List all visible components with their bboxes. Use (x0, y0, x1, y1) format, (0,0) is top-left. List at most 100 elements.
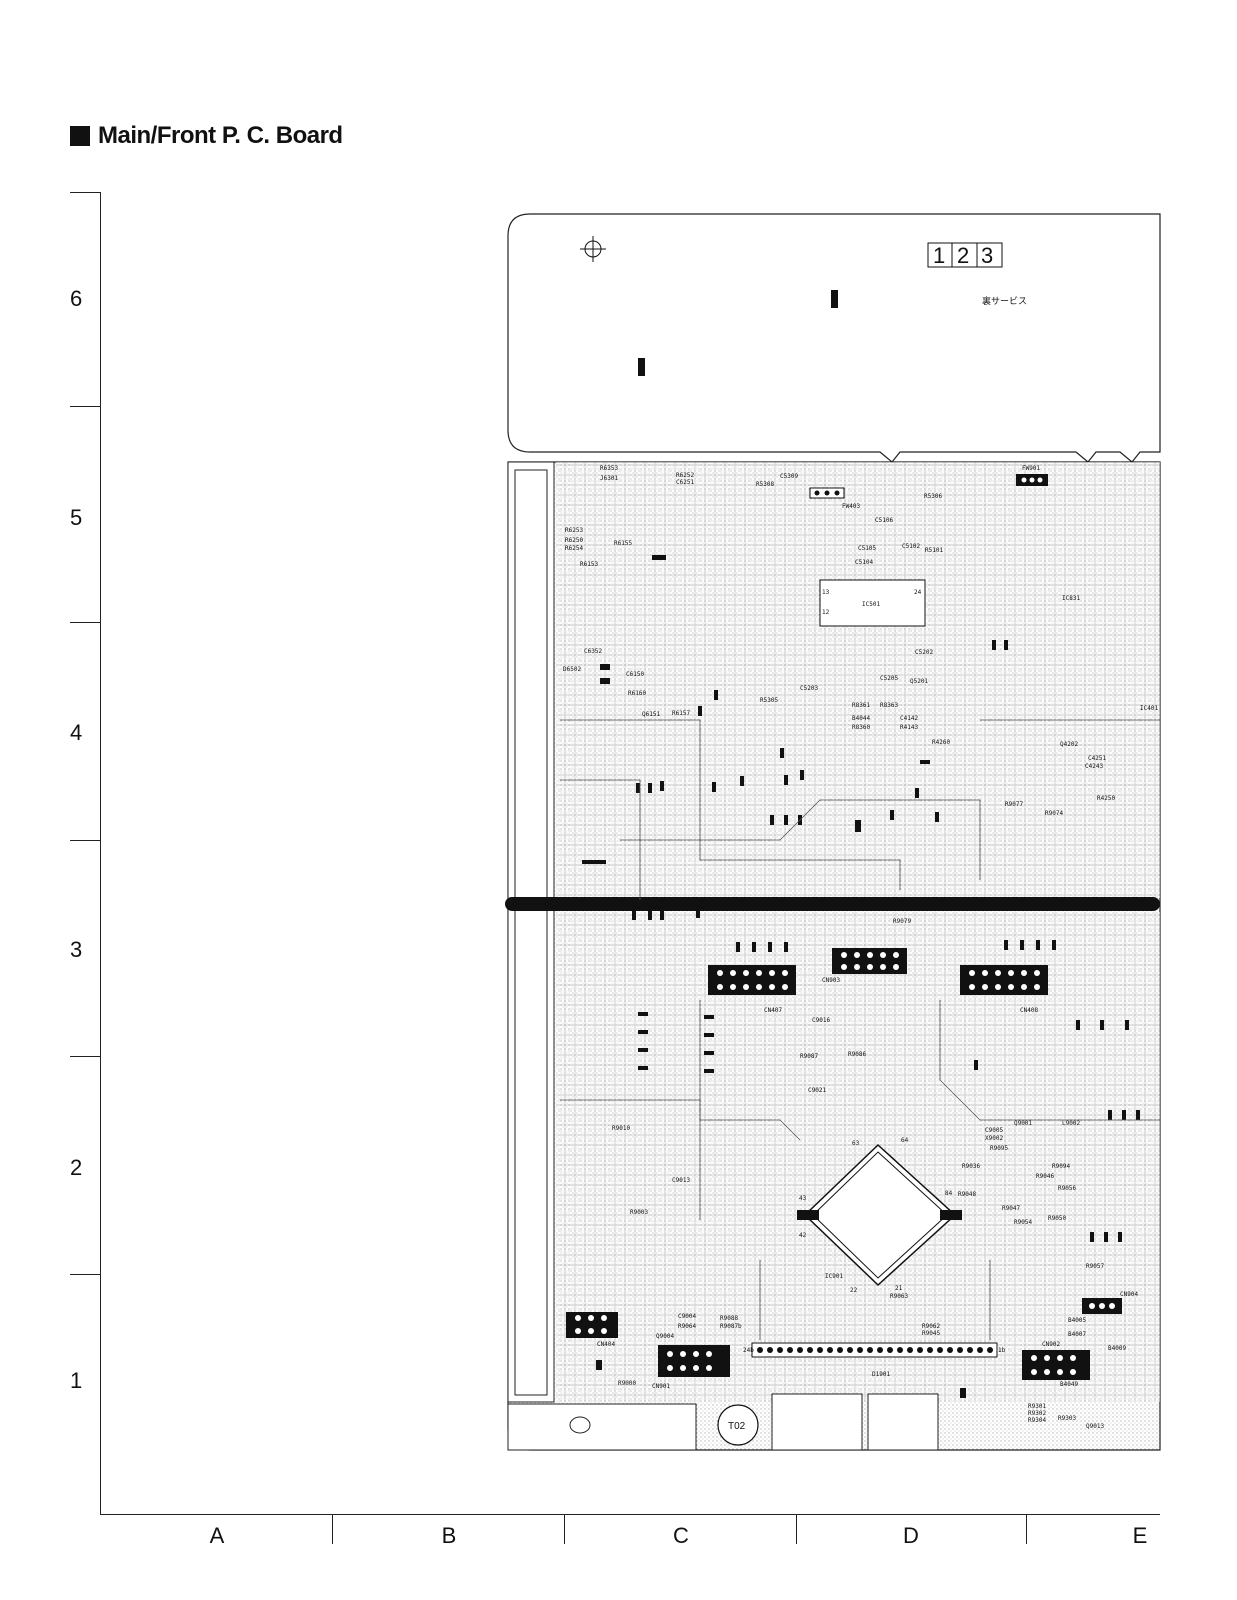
svg-text:C5105: C5105 (858, 545, 876, 552)
svg-text:Q9004: Q9004 (656, 1333, 674, 1340)
svg-text:R4260: R4260 (932, 739, 950, 746)
ic401-label: IC401 (1140, 705, 1158, 712)
svg-text:R9003: R9003 (630, 1209, 648, 1216)
svg-text:R9095: R9095 (990, 1145, 1008, 1152)
svg-text:CN904: CN904 (1120, 1291, 1138, 1298)
svg-text:J6301: J6301 (600, 475, 618, 482)
svg-text:CN901: CN901 (652, 1383, 670, 1390)
t02-terminal: T02 (717, 1404, 759, 1446)
row-label: 6 (70, 286, 83, 311)
d1901-strip: D1901 24b 1b (743, 1342, 1006, 1378)
svg-text:R6252: R6252 (676, 472, 694, 479)
component-labels: R6353 J6301 R6252 C6251 R5308 C5309 R625… (563, 465, 1126, 1430)
cn408-connector: CN408 (960, 965, 1048, 1014)
component-mark (638, 358, 645, 376)
svg-text:R8363: R8363 (880, 702, 898, 709)
marking-1: 1 (933, 243, 945, 268)
svg-text:R9087: R9087 (800, 1053, 818, 1060)
svg-text:B4044: B4044 (852, 715, 870, 722)
svg-text:Q6151: Q6151 (642, 711, 660, 718)
upper-board-outline (507, 213, 1161, 463)
svg-text:R9094: R9094 (1052, 1163, 1070, 1170)
svg-text:R4143: R4143 (900, 724, 918, 731)
svg-text:22: 22 (850, 1287, 858, 1294)
svg-text:R9063: R9063 (890, 1293, 908, 1300)
svg-text:C5106: C5106 (875, 517, 893, 524)
bottom-pad (867, 1393, 939, 1451)
svg-text:R6153: R6153 (580, 561, 598, 568)
svg-text:R5308: R5308 (756, 481, 774, 488)
svg-text:B4005: B4005 (1068, 1317, 1086, 1324)
svg-text:R9048: R9048 (958, 1191, 976, 1198)
svg-text:R9303: R9303 (1058, 1415, 1076, 1422)
svg-text:R9000: R9000 (618, 1380, 636, 1387)
svg-text:C9016: C9016 (812, 1017, 830, 1024)
crosshair-icon (580, 236, 606, 262)
row-tick (70, 192, 100, 193)
small-parts (582, 555, 1140, 1398)
svg-text:R9054: R9054 (1014, 1219, 1032, 1226)
row-tick (70, 1056, 100, 1057)
bottom-pad (771, 1393, 863, 1451)
col-label: A (209, 1523, 225, 1548)
title-text: Main/Front P. C. Board (98, 122, 343, 149)
svg-text:B4007: B4007 (1068, 1331, 1086, 1338)
ic831-label: IC831 (1062, 595, 1080, 602)
row-tick (70, 1274, 100, 1275)
col-label: B (441, 1523, 457, 1548)
trace-region-lower (556, 912, 1160, 1402)
svg-text:R8360: R8360 (852, 724, 870, 731)
row-label: 5 (70, 505, 83, 530)
col-tick (796, 1514, 797, 1544)
svg-text:R5306: R5306 (924, 493, 942, 500)
svg-text:12: 12 (822, 609, 830, 616)
japanese-note: 裏サービス (982, 295, 1027, 307)
svg-text:C5102: C5102 (902, 543, 920, 550)
svg-text:84: 84 (945, 1190, 953, 1197)
frame-left-border (100, 192, 101, 1515)
svg-text:X9002: X9002 (985, 1135, 1003, 1142)
svg-text:C4243: C4243 (1085, 763, 1103, 770)
svg-text:C6352: C6352 (584, 648, 602, 655)
svg-text:R6353: R6353 (600, 465, 618, 472)
svg-text:C5203: C5203 (800, 685, 818, 692)
col-tick (564, 1514, 565, 1544)
board-edge-rail-inner (514, 469, 548, 1396)
svg-text:R9047: R9047 (1002, 1205, 1020, 1212)
cn903-connector: CN903 (822, 948, 907, 984)
svg-text:C9021: C9021 (808, 1087, 826, 1094)
svg-text:R9057: R9057 (1086, 1263, 1104, 1270)
svg-text:B4009: B4009 (1108, 1345, 1126, 1352)
trace-region-upper (556, 462, 1160, 898)
svg-text:CN407: CN407 (764, 1007, 782, 1014)
svg-text:R9086: R9086 (848, 1051, 866, 1058)
svg-text:R9302: R9302 (1028, 1410, 1046, 1417)
svg-text:R6253: R6253 (565, 527, 583, 534)
svg-text:C5104: C5104 (855, 559, 873, 566)
svg-text:R9010: R9010 (612, 1125, 630, 1132)
svg-text:R9077: R9077 (1005, 801, 1023, 808)
svg-text:R9074: R9074 (1045, 810, 1063, 817)
svg-text:1b: 1b (998, 1347, 1006, 1354)
svg-text:C6251: C6251 (676, 479, 694, 486)
svg-text:C5205: C5205 (880, 675, 898, 682)
svg-text:CN902: CN902 (1042, 1341, 1060, 1348)
ic501-chip: IC501 13 24 12 (819, 579, 926, 627)
col-tick (1026, 1514, 1027, 1544)
svg-text:24: 24 (914, 589, 922, 596)
svg-text:C9013: C9013 (672, 1177, 690, 1184)
svg-text:D1901: D1901 (872, 1371, 890, 1378)
svg-text:24b: 24b (743, 1347, 754, 1354)
page-title: Main/Front P. C. Board (70, 122, 343, 150)
svg-text:T02: T02 (728, 1421, 746, 1432)
row-tick (70, 622, 100, 623)
row-tick (70, 406, 100, 407)
svg-text:B4049: B4049 (1060, 1381, 1078, 1388)
cn902-connector: CN902 (1022, 1341, 1090, 1380)
svg-text:R9036: R9036 (962, 1163, 980, 1170)
svg-text:R9064: R9064 (678, 1323, 696, 1330)
col-label: E (1132, 1523, 1148, 1548)
svg-text:R9056: R9056 (1058, 1185, 1076, 1192)
svg-text:42: 42 (799, 1232, 807, 1239)
svg-text:IC901: IC901 (825, 1273, 843, 1280)
